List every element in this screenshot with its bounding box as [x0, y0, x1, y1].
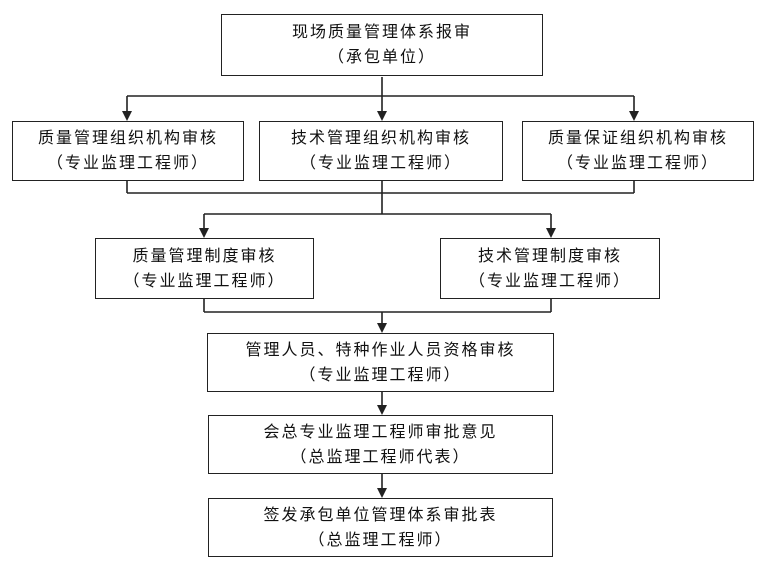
node-title: 现场质量管理体系报审: [291, 22, 472, 42]
node-subtitle: （专业监理工程师）: [468, 270, 631, 290]
node-quality-policy-review: 质量管理制度审核 （专业监理工程师）: [95, 238, 314, 299]
node-personnel-qualification-review: 管理人员、特种作业人员资格审核 （专业监理工程师）: [207, 333, 554, 392]
node-quality-assurance-org-review: 质量保证组织机构审核 （专业监理工程师）: [522, 121, 754, 181]
node-subtitle: （专业监理工程师）: [556, 153, 719, 172]
node-technical-org-review: 技术管理组织机构审核 （专业监理工程师）: [259, 121, 503, 181]
node-subtitle: （专业监理工程师）: [123, 270, 286, 290]
node-subtitle: （专业监理工程师）: [46, 153, 209, 172]
node-title: 管理人员、特种作业人员资格审核: [245, 339, 516, 359]
node-subtitle: （总监理工程师代表）: [290, 446, 471, 466]
node-subtitle: （总监理工程师）: [308, 529, 453, 549]
node-technical-policy-review: 技术管理制度审核 （专业监理工程师）: [440, 238, 660, 299]
node-title: 质量管理制度审核: [132, 245, 277, 265]
node-subtitle: （专业监理工程师）: [299, 153, 462, 172]
node-subtitle: （承包单位）: [327, 47, 436, 66]
node-title: 技术管理组织机构审核: [290, 128, 471, 148]
node-title: 质量管理组织机构审核: [37, 128, 218, 148]
node-title: 会总专业监理工程师审批意见: [263, 421, 498, 441]
node-title: 技术管理制度审核: [477, 245, 622, 265]
node-title: 质量保证组织机构审核: [547, 128, 728, 148]
node-issue-approval-form: 签发承包单位管理体系审批表 （总监理工程师）: [208, 498, 553, 557]
node-title: 签发承包单位管理体系审批表: [263, 504, 498, 524]
node-subtitle: （专业监理工程师）: [299, 364, 462, 384]
node-quality-system-submission: 现场质量管理体系报审 （承包单位）: [221, 14, 543, 76]
node-quality-org-review: 质量管理组织机构审核 （专业监理工程师）: [12, 121, 244, 181]
node-chief-engineer-approval-opinion: 会总专业监理工程师审批意见 （总监理工程师代表）: [208, 415, 553, 474]
